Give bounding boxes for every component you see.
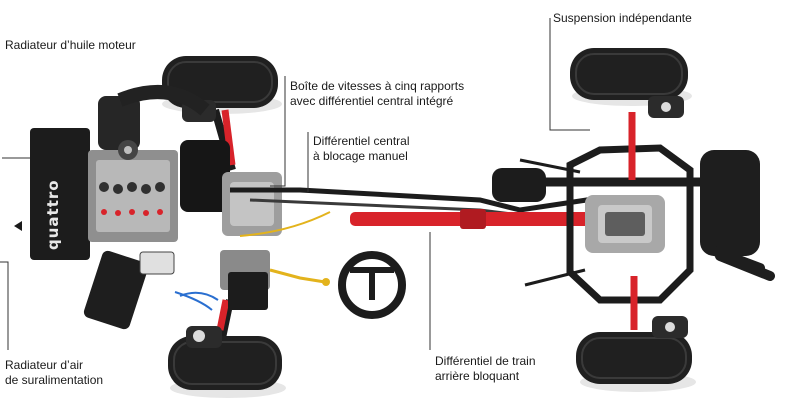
rear-right-tire — [576, 332, 692, 384]
tail-pipes — [707, 245, 775, 281]
leader-gearbox — [270, 76, 286, 187]
gearbox — [180, 140, 230, 212]
brake-line — [174, 291, 213, 311]
front-right-strut — [216, 299, 230, 331]
label-intercooler: Radiateur d’air de suralimentation — [5, 358, 104, 387]
leader-lines — [0, 18, 590, 350]
rear-silencer — [700, 150, 760, 256]
rear-left-tire — [570, 48, 688, 100]
engine-badge: quattro — [44, 179, 62, 250]
rear-silencer-left — [492, 168, 546, 202]
spark-plugs — [99, 182, 165, 194]
label-gearbox: Boîte de vitesses à cinq rapports avec d… — [290, 79, 465, 108]
leader-intercooler — [0, 261, 9, 350]
front-left-strut — [221, 109, 236, 166]
gear-linkage — [269, 268, 326, 284]
front-right-tire — [168, 336, 282, 390]
label-central-differential: Différentiel central à blocage manuel — [313, 134, 410, 163]
oil-radiator — [98, 96, 140, 150]
engine-block — [30, 128, 90, 260]
chassis-tube-upper — [230, 187, 601, 213]
steering-wheel — [338, 251, 406, 319]
leader-suspension — [549, 18, 590, 131]
label-suspension: Suspension indépendante — [553, 11, 692, 25]
intercooler — [83, 250, 149, 330]
pointer-triangle — [14, 221, 22, 231]
label-oil-radiator: Radiateur d’huile moteur — [5, 38, 136, 52]
intake-pipe — [117, 85, 210, 116]
label-rear-differential: Différentiel de train arrière bloquant — [435, 354, 536, 383]
rear-subframe — [566, 144, 694, 304]
